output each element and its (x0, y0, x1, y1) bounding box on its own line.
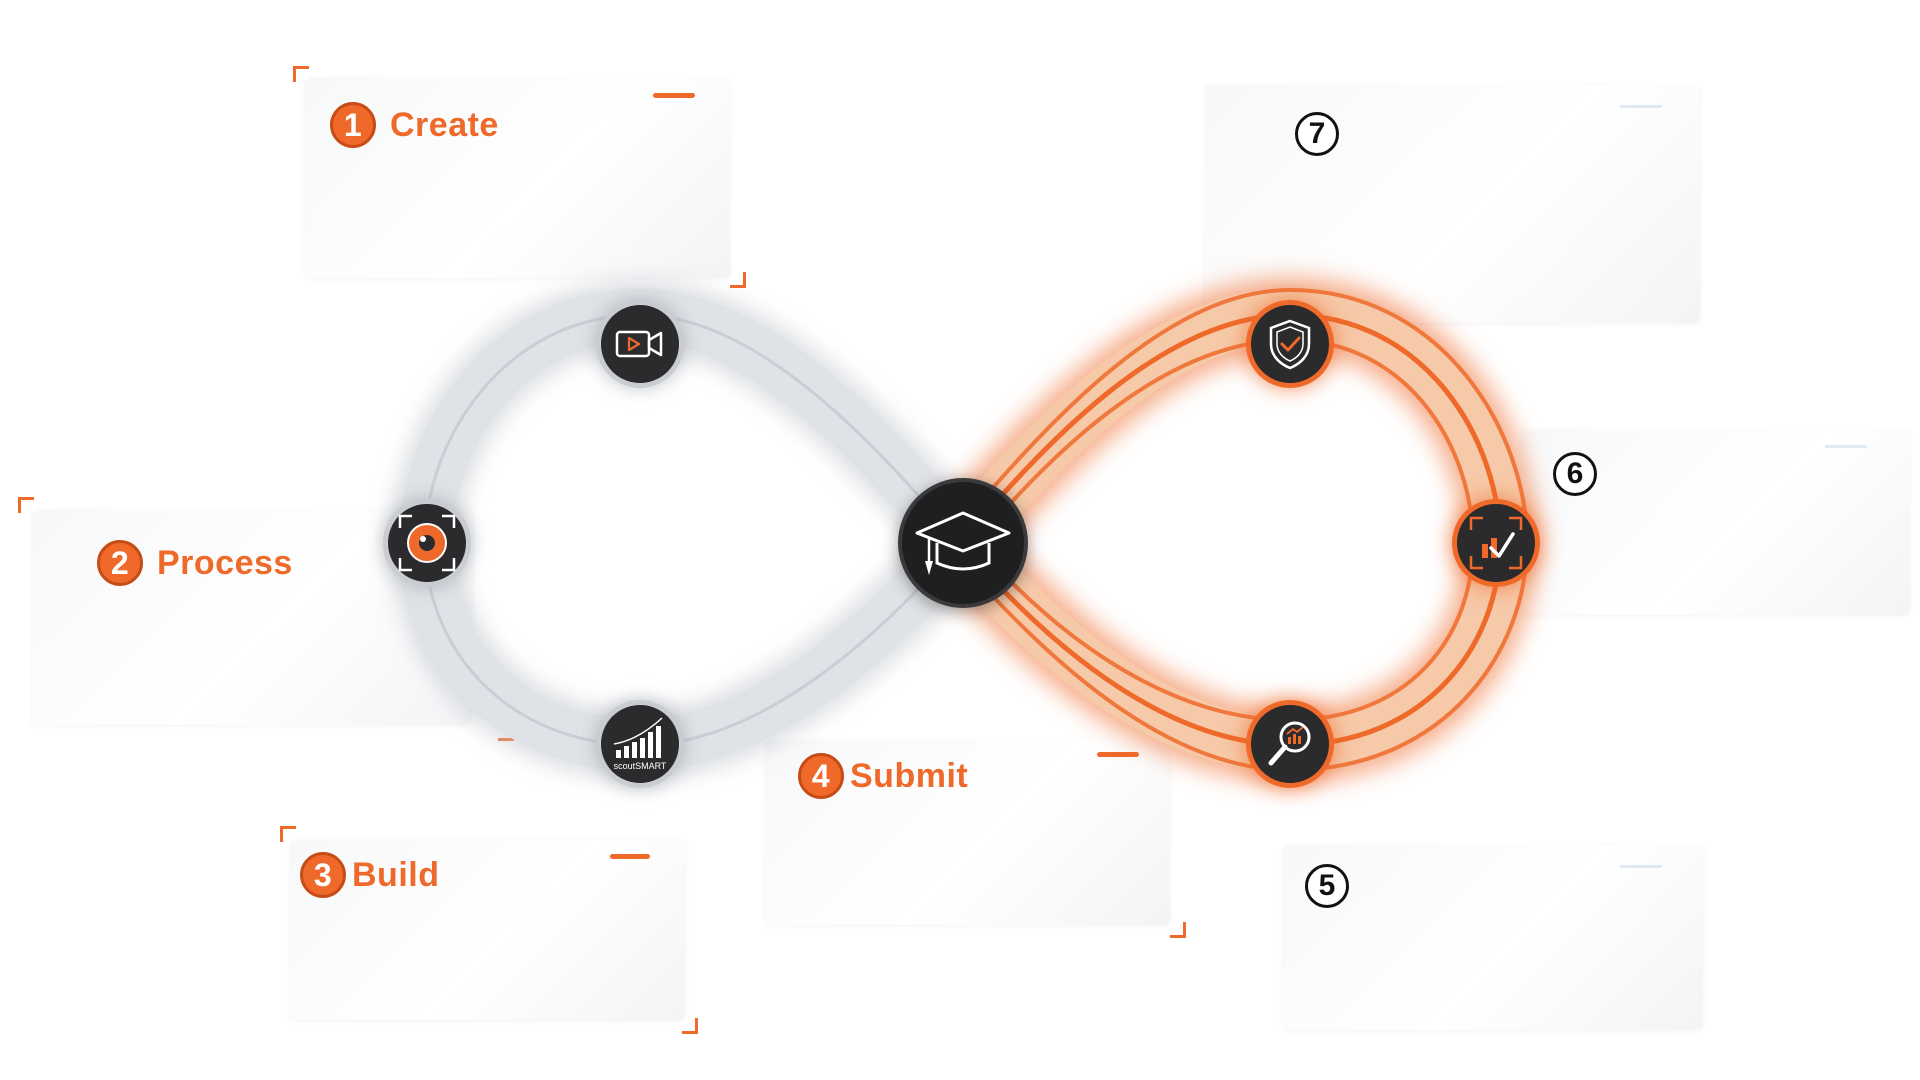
step-1-number-badge: 1 (330, 102, 376, 148)
node-shield[interactable] (1246, 300, 1334, 388)
panel-step-4-accent-dash (1097, 752, 1139, 757)
step-4-label: 4 Submit (798, 753, 968, 799)
step-3-label: 3 Build (300, 852, 439, 898)
panel-step-3-corner-top (280, 826, 296, 842)
step-4-number-badge: 4 (798, 753, 844, 799)
panel-step-5 (1283, 845, 1703, 1030)
signal-bars-icon: scoutSMART (614, 717, 667, 771)
panel-step-3 (290, 840, 685, 1020)
panel-step-2-corner-top (18, 497, 34, 513)
scoutsmart-caption: scoutSMART (614, 761, 667, 771)
panel-step-4-corner-bottom (1170, 922, 1186, 938)
panel-step-1-corner-bottom (730, 272, 746, 288)
step-4-text: Submit (850, 756, 969, 795)
infinity-right-lobe (911, 277, 1538, 783)
panel-step-1-corner-top (293, 66, 309, 82)
step-3-text: Build (352, 855, 440, 894)
graduation-cap-icon (915, 511, 1011, 575)
panel-step-1 (305, 78, 730, 278)
step-1-text: Create (390, 105, 499, 144)
step-2-number-badge: 2 (97, 540, 143, 586)
node-center-graduation[interactable] (898, 478, 1028, 608)
node-analytics[interactable] (1452, 499, 1540, 587)
step-5-number: 5 (1305, 864, 1349, 908)
video-camera-icon (615, 330, 663, 358)
node-video[interactable] (596, 300, 684, 388)
magnifier-chart-icon (1268, 721, 1311, 766)
step-6-number: 6 (1553, 452, 1597, 496)
panel-step-3-accent-dash (610, 854, 650, 859)
infinity-left-lobe (389, 279, 1007, 781)
panel-step-5-accent-dash (1620, 865, 1662, 868)
panel-step-6-accent-dash (1825, 445, 1867, 448)
step-3-number-badge: 3 (300, 852, 346, 898)
chart-check-icon (1469, 516, 1523, 570)
step-2-text: Process (157, 543, 293, 582)
step-2-label: 2 Process (97, 540, 293, 586)
panel-step-1-accent-dash (653, 93, 695, 98)
node-search[interactable] (1246, 700, 1334, 788)
panel-step-7-accent-dash (1620, 105, 1662, 108)
shield-check-icon (1269, 319, 1311, 370)
step-7-number: 7 (1295, 112, 1339, 156)
node-eye-scan[interactable] (383, 499, 471, 587)
eye-scan-icon (398, 514, 456, 572)
panel-step-3-corner-bottom (682, 1018, 698, 1034)
step-1-label: 1 Create (330, 102, 499, 148)
node-scoutsmart[interactable]: scoutSMART (596, 700, 684, 788)
